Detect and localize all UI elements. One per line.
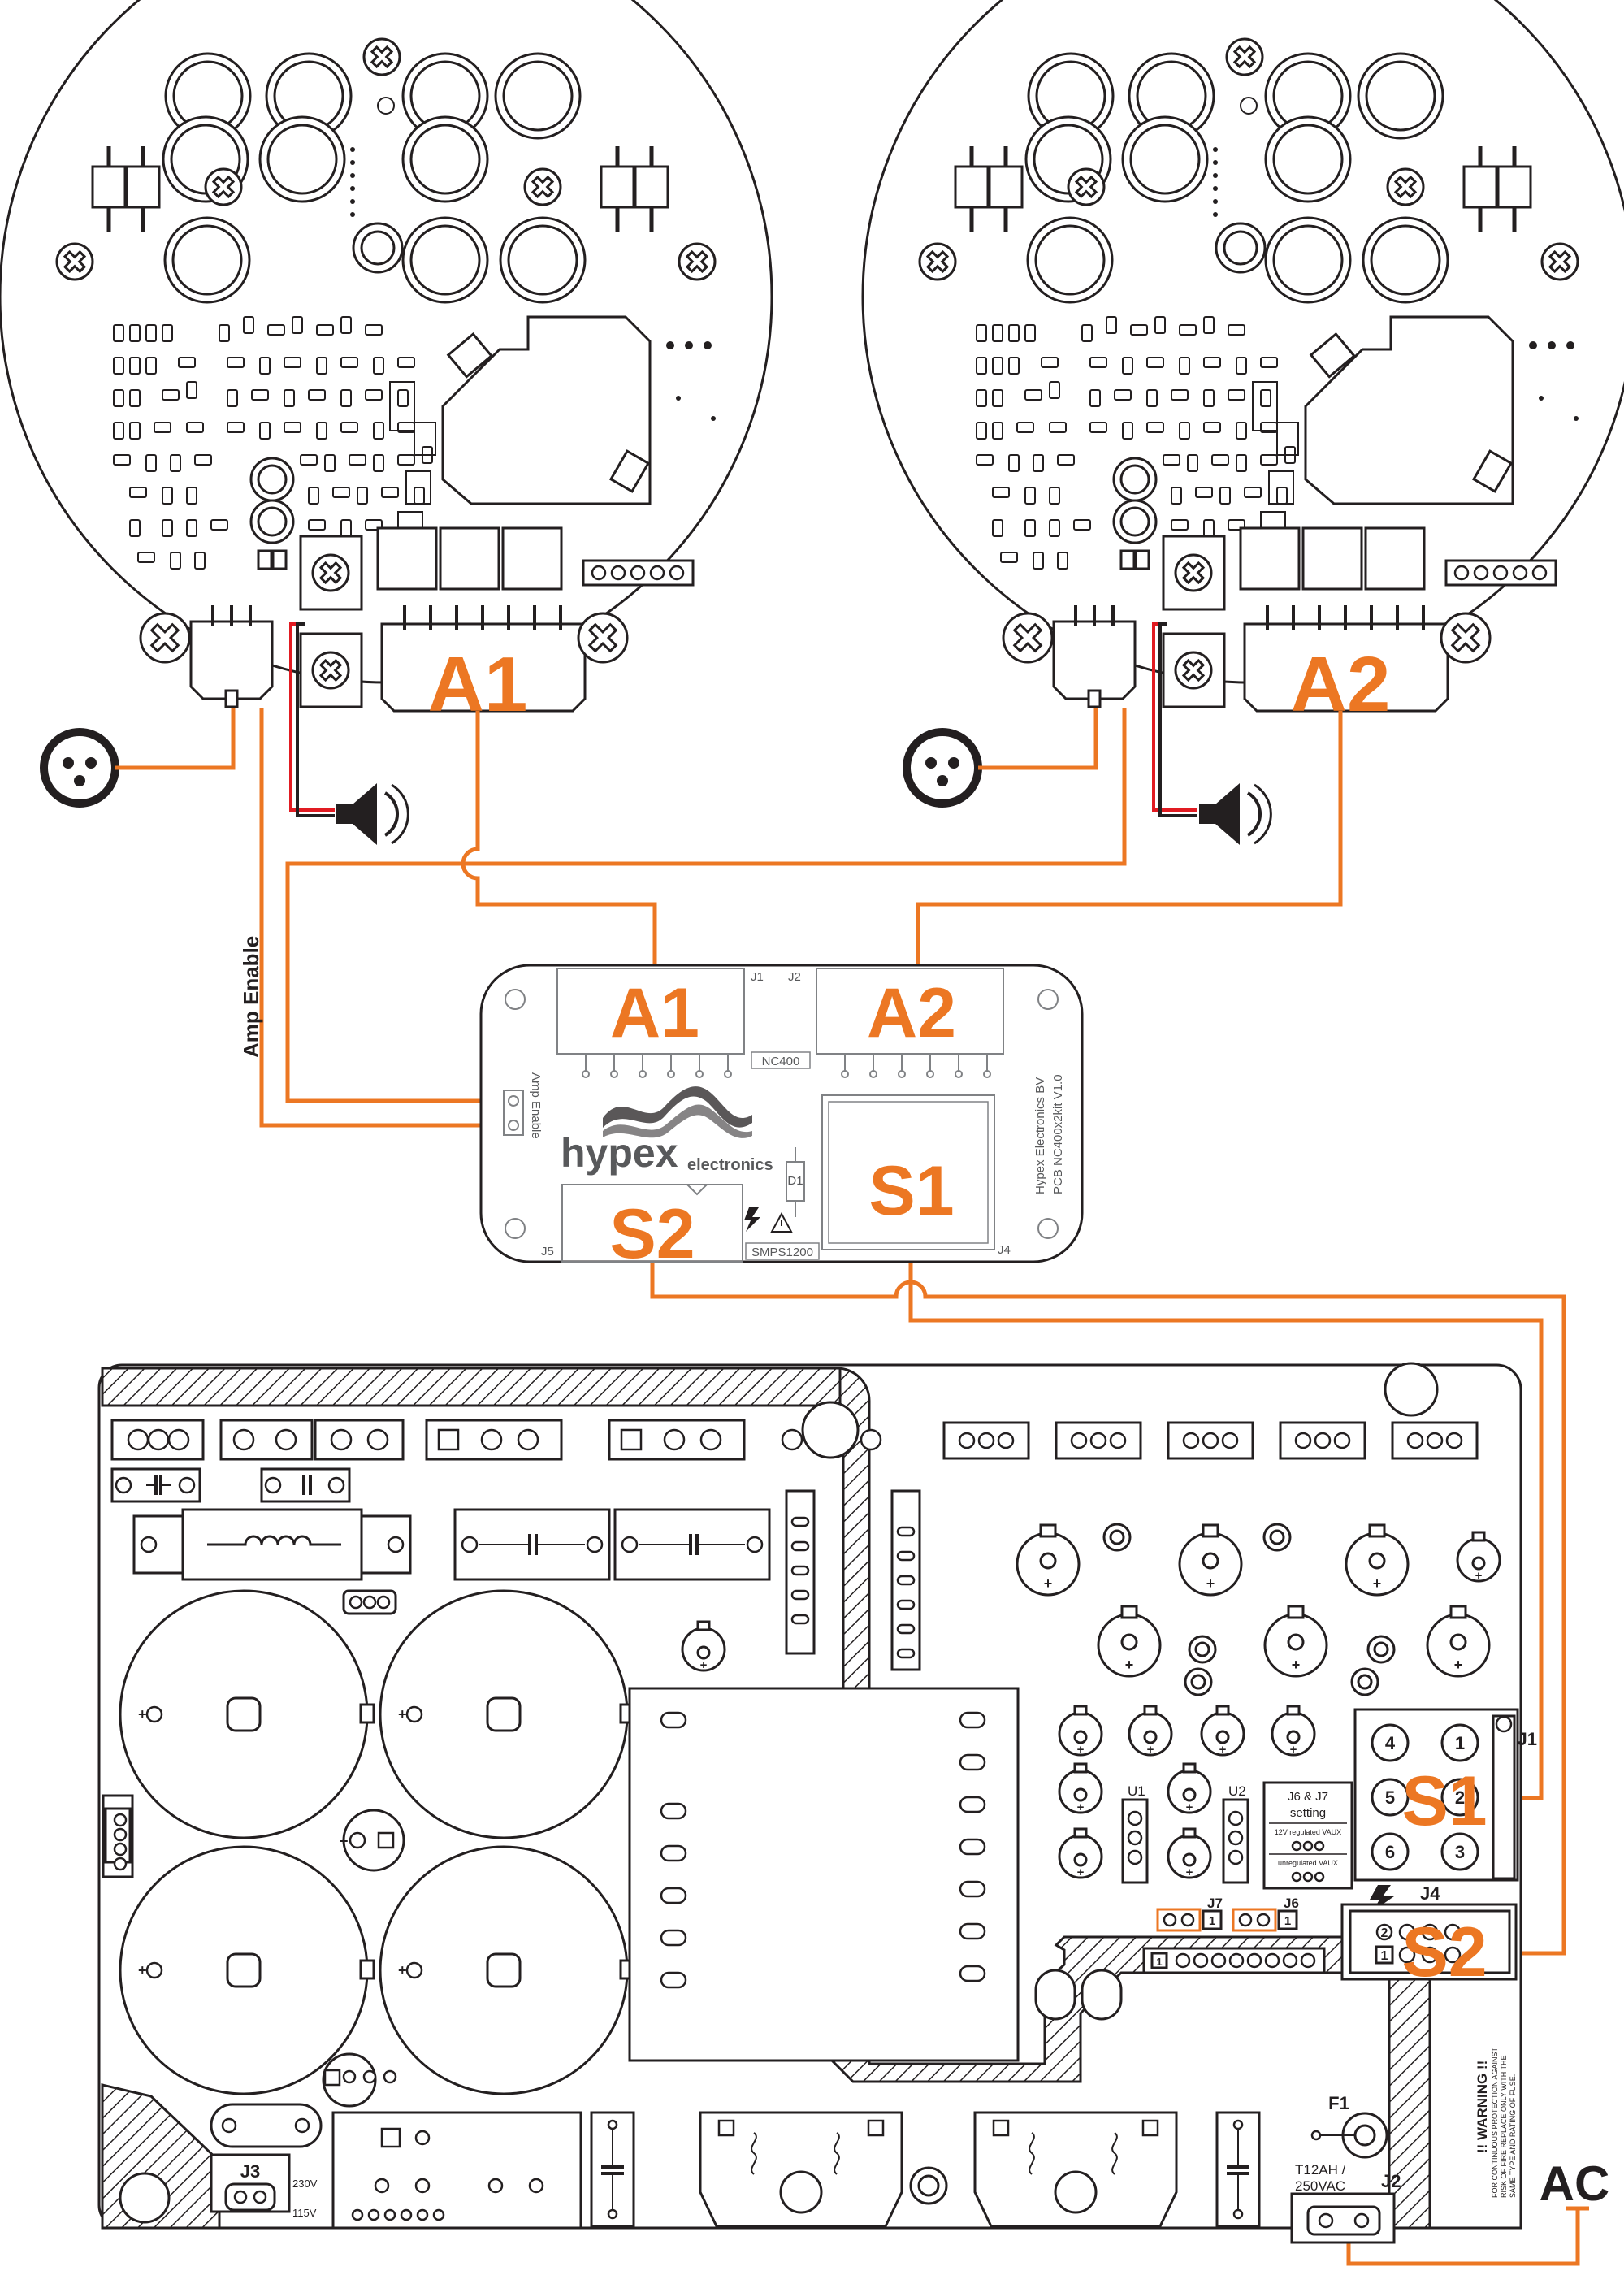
pcb-line1-silk: Hypex Electronics BV <box>1033 1077 1047 1194</box>
amp-enable-silk: Amp Enable <box>529 1072 543 1139</box>
controller-board: NC400 J1 J2 Amp Enable hypex electronics… <box>479 964 1084 1273</box>
psu-s1-label: S1 <box>1401 1762 1487 1840</box>
ctrl-s2-label: S2 <box>609 1195 695 1273</box>
j4-silk: J4 <box>998 1243 1011 1257</box>
voltage-115: 115V <box>292 2207 317 2219</box>
setting-title2: setting <box>1290 1806 1326 1820</box>
logo-sub: electronics <box>687 1156 773 1174</box>
j1-pin-3: 3 <box>1455 1842 1465 1862</box>
u1-silk: U1 <box>1128 1783 1145 1799</box>
j5-silk: J5 <box>541 1245 554 1259</box>
j4-psu-silk: J4 <box>1420 1883 1440 1904</box>
voltage-230: 230V <box>292 2178 318 2190</box>
warning-line3: SAME TYPE AND RATING OF FUSE. <box>1509 2074 1517 2198</box>
d1-silk: D1 <box>787 1174 803 1188</box>
j7-pin-one: 1 <box>1209 1914 1215 1928</box>
j4-pin-1: 1 <box>1381 1949 1388 1963</box>
j1-pin-6: 6 <box>1385 1842 1395 1862</box>
amp-enable-wire-label: Amp Enable <box>239 936 263 1058</box>
j7-silk: J7 <box>1207 1896 1223 1911</box>
svg-text:+: + <box>340 1833 349 1849</box>
j1-pin-4: 4 <box>1385 1733 1396 1753</box>
hv-lightning-icon <box>744 1207 760 1232</box>
j2-psu-silk: J2 <box>1381 2171 1401 2191</box>
fuse-rating-line2: 250VAC <box>1295 2178 1345 2194</box>
setting-unregulated: unregulated VAUX <box>1278 1859 1338 1867</box>
j1-pin-5: 5 <box>1385 1788 1395 1808</box>
setting-title1: J6 & J7 <box>1288 1790 1328 1804</box>
hv-lightning-icon <box>1370 1885 1394 1911</box>
ctrl-a1-label: A1 <box>610 974 699 1052</box>
speaker-icon <box>1197 782 1273 847</box>
fuse-rating-line1: T12AH / <box>1295 2162 1346 2178</box>
setting-regulated: 12V regulated VAUX <box>1275 1828 1341 1836</box>
ac-label: AC <box>1540 2156 1610 2211</box>
xlr-connector-icon <box>907 732 978 804</box>
warning-triangle-icon <box>770 1211 793 1233</box>
u2-silk: U2 <box>1228 1783 1246 1799</box>
ctrl-a2-label: A2 <box>867 974 956 1052</box>
j1-pin-1: 1 <box>1455 1733 1465 1753</box>
logo-word: hypex <box>561 1130 678 1176</box>
amp-board-a1: A1 <box>0 0 773 728</box>
j6-pin-one: 1 <box>1284 1914 1291 1928</box>
j1-silk: J1 <box>751 970 764 984</box>
j3-silk: J3 <box>240 2161 260 2182</box>
pcb-line2-silk: PCB NC400x2kit V1.0 <box>1051 1074 1065 1194</box>
xlr-connector-icon <box>44 732 115 804</box>
j1-psu-silk: J1 <box>1518 1729 1537 1749</box>
j4-pin-2: 2 <box>1381 1926 1388 1940</box>
strip-pin-one: 1 <box>1156 1956 1162 1968</box>
smps-silk: SMPS1200 <box>751 1246 813 1259</box>
j1-pin-2: 2 <box>1455 1788 1465 1808</box>
psu-board: + <box>97 1362 1537 2244</box>
hypex-logo: hypex electronics <box>561 1086 773 1176</box>
j2-silk: J2 <box>788 970 801 984</box>
amp-board-a2: A2 <box>861 0 1624 728</box>
f1-silk: F1 <box>1328 2093 1349 2113</box>
psu-s2-label: S2 <box>1401 1913 1487 1991</box>
ctrl-s1-label: S1 <box>868 1152 954 1230</box>
warning-line2: RISK OF FIRE REPLACE ONLY WITH THE <box>1500 2055 1508 2198</box>
nc400-silk: NC400 <box>762 1055 800 1068</box>
warning-line1: FOR CONTINUOUS PROTECTION AGAINST <box>1491 2047 1499 2198</box>
j6-silk: J6 <box>1284 1896 1299 1911</box>
warning-title: !! WARNING !! <box>1475 2060 1490 2153</box>
speaker-icon <box>335 782 410 847</box>
